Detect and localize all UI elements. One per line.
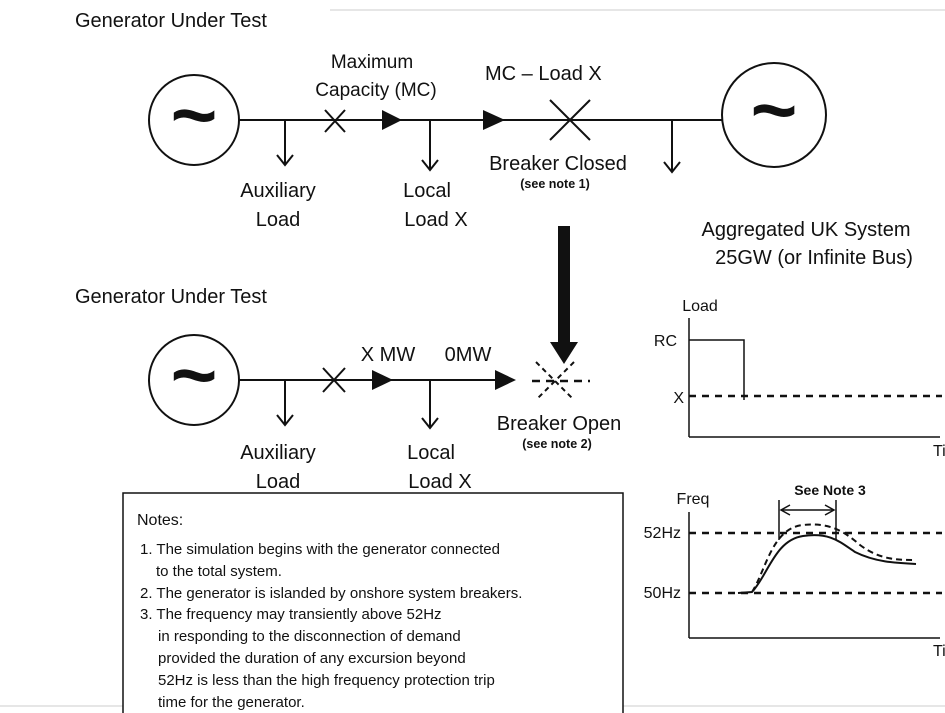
aux-load-label-bottom-1: Auxiliary: [240, 442, 316, 464]
local-load-label-2: Load X: [404, 209, 467, 231]
mc-load-label: MC – Load X: [485, 63, 602, 85]
main-breaker-x-icon: [549, 99, 591, 141]
local-load-arrow-icon-bottom: [421, 417, 439, 430]
flow-left-label: X MW: [361, 344, 416, 366]
freq-plot-xlabel: Time: [933, 643, 945, 660]
freq-plot-50hz-label: 50Hz: [644, 585, 681, 602]
aux-load-label-2: Load: [256, 209, 301, 231]
infinite-bus-symbol: [721, 62, 827, 168]
notes-line: in responding to the disconnection of de…: [158, 628, 461, 645]
freq-trace-dashed: [751, 523, 917, 593]
aux-load-arrow-icon-bottom: [276, 414, 294, 427]
notes-line: 1. The simulation begins with the genera…: [140, 541, 500, 558]
load-plot-trace: [689, 339, 745, 400]
notes-line: 2. The generator is islanded by onshore …: [140, 585, 522, 602]
notes-line: 52Hz is less than the high frequency pro…: [158, 672, 495, 689]
transition-arrow-icon: [550, 226, 578, 364]
notes-border: [122, 492, 624, 713]
breaker-open-label: Breaker Open: [497, 413, 622, 435]
local-load-label-bottom-1: Local: [407, 442, 455, 464]
system-label-2: 25GW (or Infinite Bus): [715, 247, 913, 269]
aux-load-label-bottom-2: Load: [256, 471, 301, 493]
breaker-closed-note: (see note 1): [520, 177, 589, 191]
notes-heading: Notes:: [137, 512, 183, 529]
local-load-arrow-icon: [421, 159, 439, 172]
breaker-open-note: (see note 2): [522, 437, 591, 451]
load-plot-xlabel: Time: [933, 443, 945, 460]
generator-tilde-bottom: ~: [171, 330, 218, 419]
freq-trace-solid: [737, 534, 917, 594]
flow-arrow-icon-bottom-2: [495, 370, 516, 390]
freq-plot: Freq Time 52Hz 50Hz See Note 3: [644, 482, 945, 660]
bottom-circuit: Generator Under Test ~ X MW 0MW Auxiliar…: [75, 286, 621, 493]
notes-line: 3. The frequency may transiently above 5…: [140, 606, 442, 623]
demand-arrow-icon: [663, 161, 681, 174]
top-circuit: Generator Under Test ~ ~ Maximum Capacit…: [75, 10, 827, 231]
local-load-label-1: Local: [403, 180, 451, 202]
notes-line: provided the duration of any excursion b…: [158, 650, 466, 667]
infinite-bus-tilde: ~: [751, 65, 798, 154]
flow-arrow-icon: [382, 110, 402, 130]
breaker-closed-label: Breaker Closed: [489, 153, 627, 175]
generator-tilde: ~: [171, 70, 218, 159]
bottom-title: Generator Under Test: [75, 286, 267, 308]
flow-arrow-icon-bottom: [372, 370, 393, 390]
system-label-1: Aggregated UK System: [702, 219, 911, 241]
local-load-label-bottom-2: Load X: [408, 471, 471, 493]
top-title: Generator Under Test: [75, 10, 267, 32]
breaker-x-icon-bottom: [322, 367, 346, 393]
note3-arrow-left-icon: [779, 504, 791, 516]
breaker-x-icon: [324, 109, 346, 133]
freq-plot-52hz-label: 52Hz: [644, 525, 681, 542]
note3-annotation: See Note 3: [794, 482, 866, 498]
mc-label-2: Capacity (MC): [315, 80, 436, 101]
load-plot: Load Time RC X: [654, 298, 945, 460]
load-plot-ylabel: Load: [682, 298, 718, 315]
load-plot-x-label: X: [673, 390, 684, 407]
flow-arrow-icon: [483, 110, 505, 130]
note3-arrow-right-icon: [824, 504, 836, 516]
aux-load-arrow-icon: [276, 154, 294, 167]
flow-right-label: 0MW: [445, 344, 492, 366]
freq-plot-ylabel: Freq: [677, 491, 710, 508]
notes-box: Notes: 1. The simulation begins with the…: [122, 492, 624, 713]
aux-load-label-1: Auxiliary: [240, 180, 316, 202]
mc-label-1: Maximum: [331, 52, 413, 73]
notes-line: time for the generator.: [158, 694, 305, 711]
notes-line: to the total system.: [156, 563, 282, 580]
load-plot-rc-label: RC: [654, 333, 677, 350]
